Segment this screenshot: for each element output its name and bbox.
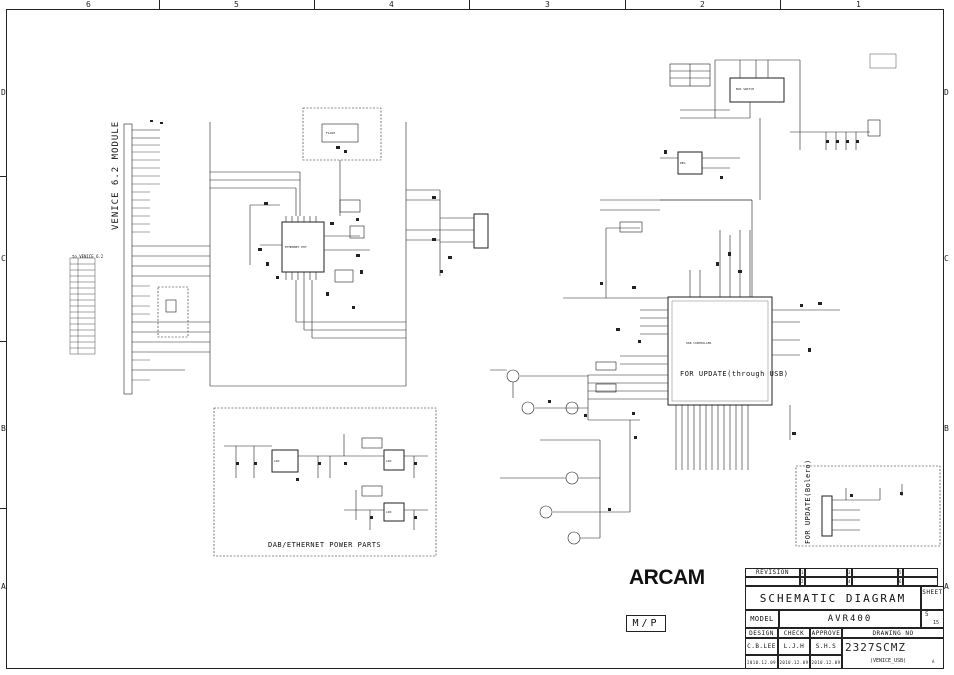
column-label: 2	[700, 0, 705, 9]
svg-text:LDO: LDO	[386, 459, 392, 463]
check-label: CHECK	[778, 628, 810, 638]
row-label: D	[1, 88, 6, 97]
design-label: DESIGN	[745, 628, 778, 638]
svg-text:LDO: LDO	[274, 459, 280, 463]
column-label: 1	[856, 0, 861, 9]
note-update-bolero: FOR UPDATE(Bolero)	[804, 459, 812, 544]
model-value: AVR400	[779, 610, 921, 628]
pin-table-title: to VENICE 6.2	[72, 254, 104, 259]
approver: S.H.S	[810, 638, 842, 655]
mp-label: M/P	[626, 615, 666, 632]
page-number: A	[932, 659, 935, 664]
approve-label: APPROVE	[810, 628, 842, 638]
row-label: A	[944, 582, 949, 591]
svg-text:USB CONTROLLER: USB CONTROLLER	[686, 341, 711, 345]
top-right-section	[600, 53, 897, 211]
brand-logo: ARCAM	[629, 566, 705, 589]
module-title: VENICE 6.2 MODULE	[111, 120, 121, 230]
row-label: B	[1, 424, 6, 433]
sheet-label: SHEET	[921, 586, 944, 610]
drawing-frame	[6, 9, 944, 669]
row-label: C	[1, 254, 6, 263]
row-label: B	[944, 424, 949, 433]
power-parts-box	[213, 407, 437, 557]
svg-text:REG: REG	[680, 161, 686, 165]
row-label: A	[1, 582, 6, 591]
row-label: D	[944, 88, 949, 97]
revision-cell: 3	[847, 568, 852, 577]
svg-text:LDO: LDO	[386, 510, 392, 514]
column-label: 3	[545, 0, 550, 9]
sheet-title: SCHEMATIC DIAGRAM	[745, 586, 921, 610]
drawing-number: 2327SCMZ	[845, 641, 906, 654]
ethernet-block	[209, 107, 489, 387]
design-date: 2010.12.09	[745, 655, 778, 669]
checker: L.J.H	[778, 638, 810, 655]
column-label: 5	[234, 0, 239, 9]
note-update-usb: FOR UPDATE(through USB)	[680, 370, 789, 378]
revision-label: REVISION	[745, 568, 800, 577]
svg-text:BUS SWITCH: BUS SWITCH	[736, 87, 754, 91]
check-date: 2010.12.09	[778, 655, 810, 669]
pin-table	[69, 257, 96, 355]
model-label: MODEL	[745, 610, 779, 628]
title-block: REVISION 1 3 5 2 4 6 SCHEMATIC DIAGRAM S…	[745, 568, 944, 669]
sheet-total: 15	[933, 620, 940, 626]
revision-cell: 4	[847, 577, 852, 586]
sheet-value: 5	[925, 611, 929, 618]
svg-text:FLASH: FLASH	[326, 131, 335, 135]
revision-cell: 2	[800, 577, 805, 586]
column-label: 6	[86, 0, 91, 9]
note-power-parts: DAB/ETHERNET POWER PARTS	[268, 541, 382, 549]
designer: C.B.LEE	[745, 638, 778, 655]
revision-cell: 6	[898, 577, 903, 586]
drawing-subtitle: (VENICE_USB)	[870, 658, 907, 664]
usb-mcu	[563, 199, 840, 470]
bolero-update-box	[795, 465, 941, 547]
drawing-no-label: DRAWING NO	[842, 628, 944, 638]
svg-text:ETHERNET PHY: ETHERNET PHY	[285, 245, 307, 249]
revision-cell: 1	[800, 568, 805, 577]
venice-module-connector	[123, 123, 210, 395]
approve-date: 2010.12.09	[810, 655, 842, 669]
revision-cell: 5	[898, 568, 903, 577]
column-label: 4	[389, 0, 394, 9]
row-label: C	[944, 254, 949, 263]
transistor-stage	[490, 361, 640, 545]
